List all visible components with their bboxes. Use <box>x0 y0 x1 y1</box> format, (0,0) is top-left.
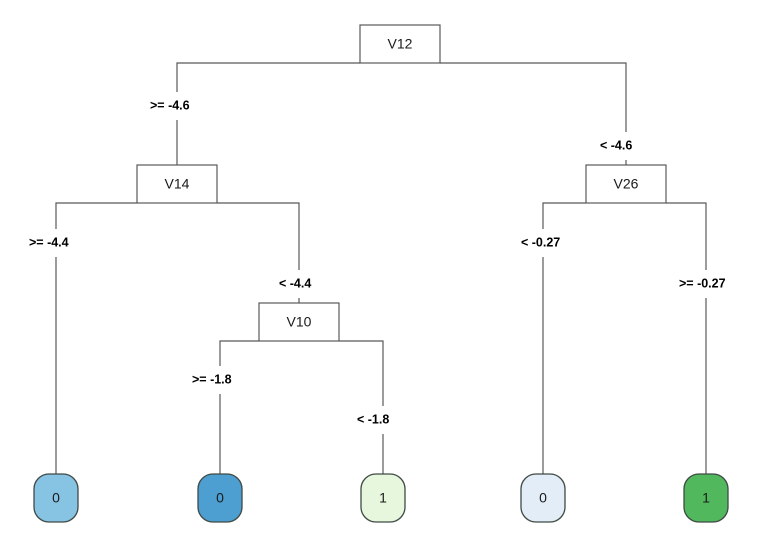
split-node-box <box>585 164 667 204</box>
split-node-v14[interactable]: V14 <box>136 164 218 204</box>
leaf-node-leaf1[interactable]: 0 <box>33 473 79 523</box>
leaf-node-shape <box>360 473 406 523</box>
leaf-node-shape <box>33 473 79 523</box>
split-node-box <box>359 24 441 64</box>
edge-label--0.27: >= -0.27 <box>679 276 726 290</box>
split-node-label: V14 <box>165 176 190 192</box>
leaf-node-label: 0 <box>216 490 224 506</box>
leaf-node-leaf5[interactable]: 1 <box>683 473 729 523</box>
split-node-box <box>136 164 218 204</box>
leaf-node-shape <box>197 473 243 523</box>
split-node-label: V12 <box>388 36 413 52</box>
tree-edge-v10-to-leaf2 <box>219 340 259 474</box>
leaf-node-leaf3[interactable]: 1 <box>360 473 406 523</box>
edge-label--4.4: < -4.4 <box>279 276 311 290</box>
leaf-node-label: 0 <box>52 490 60 506</box>
leaf-node-shape <box>683 473 729 523</box>
tree-edge-v14-to-leaf1 <box>55 202 137 474</box>
edge-label--1.8: >= -1.8 <box>192 372 232 386</box>
leaf-node-label: 1 <box>379 490 387 506</box>
edge-label--4.4: >= -4.4 <box>29 235 69 249</box>
tree-edge-v10-to-leaf3 <box>339 340 384 474</box>
tree-edge-v12-to-v26 <box>440 62 627 165</box>
leaf-node-leaf4[interactable]: 0 <box>520 473 566 523</box>
leaf-node-label: 1 <box>702 490 710 506</box>
edges-group <box>55 62 707 474</box>
edge-label--4.6: >= -4.6 <box>150 98 190 112</box>
split-node-label: V10 <box>287 314 312 330</box>
leaf-node-leaf2[interactable]: 0 <box>197 473 243 523</box>
tree-edge-v26-to-leaf5 <box>666 202 707 474</box>
leaf-node-label: 0 <box>539 490 547 506</box>
tree-edge-v14-to-v10 <box>217 202 300 303</box>
edge-label--0.27: < -0.27 <box>521 235 560 249</box>
leaf-nodes-group: 0 0 1 0 1 <box>33 473 729 523</box>
split-node-box <box>258 302 340 342</box>
tree-edge-v12-to-v14 <box>176 62 360 165</box>
split-node-label: V26 <box>614 176 639 192</box>
edge-label--1.8: < -1.8 <box>357 412 389 426</box>
split-node-v10[interactable]: V10 <box>258 302 340 342</box>
edge-label--4.6: < -4.6 <box>600 138 632 152</box>
split-node-v12[interactable]: V12 <box>359 24 441 64</box>
leaf-node-shape <box>520 473 566 523</box>
edge-labels-group: >= -4.6 < -4.6 >= -4.4 < -4.4 >= -1.8 < -1.8 <… <box>29 98 726 426</box>
split-node-v26[interactable]: V26 <box>585 164 667 204</box>
tree-edge-v26-to-leaf4 <box>542 202 586 474</box>
